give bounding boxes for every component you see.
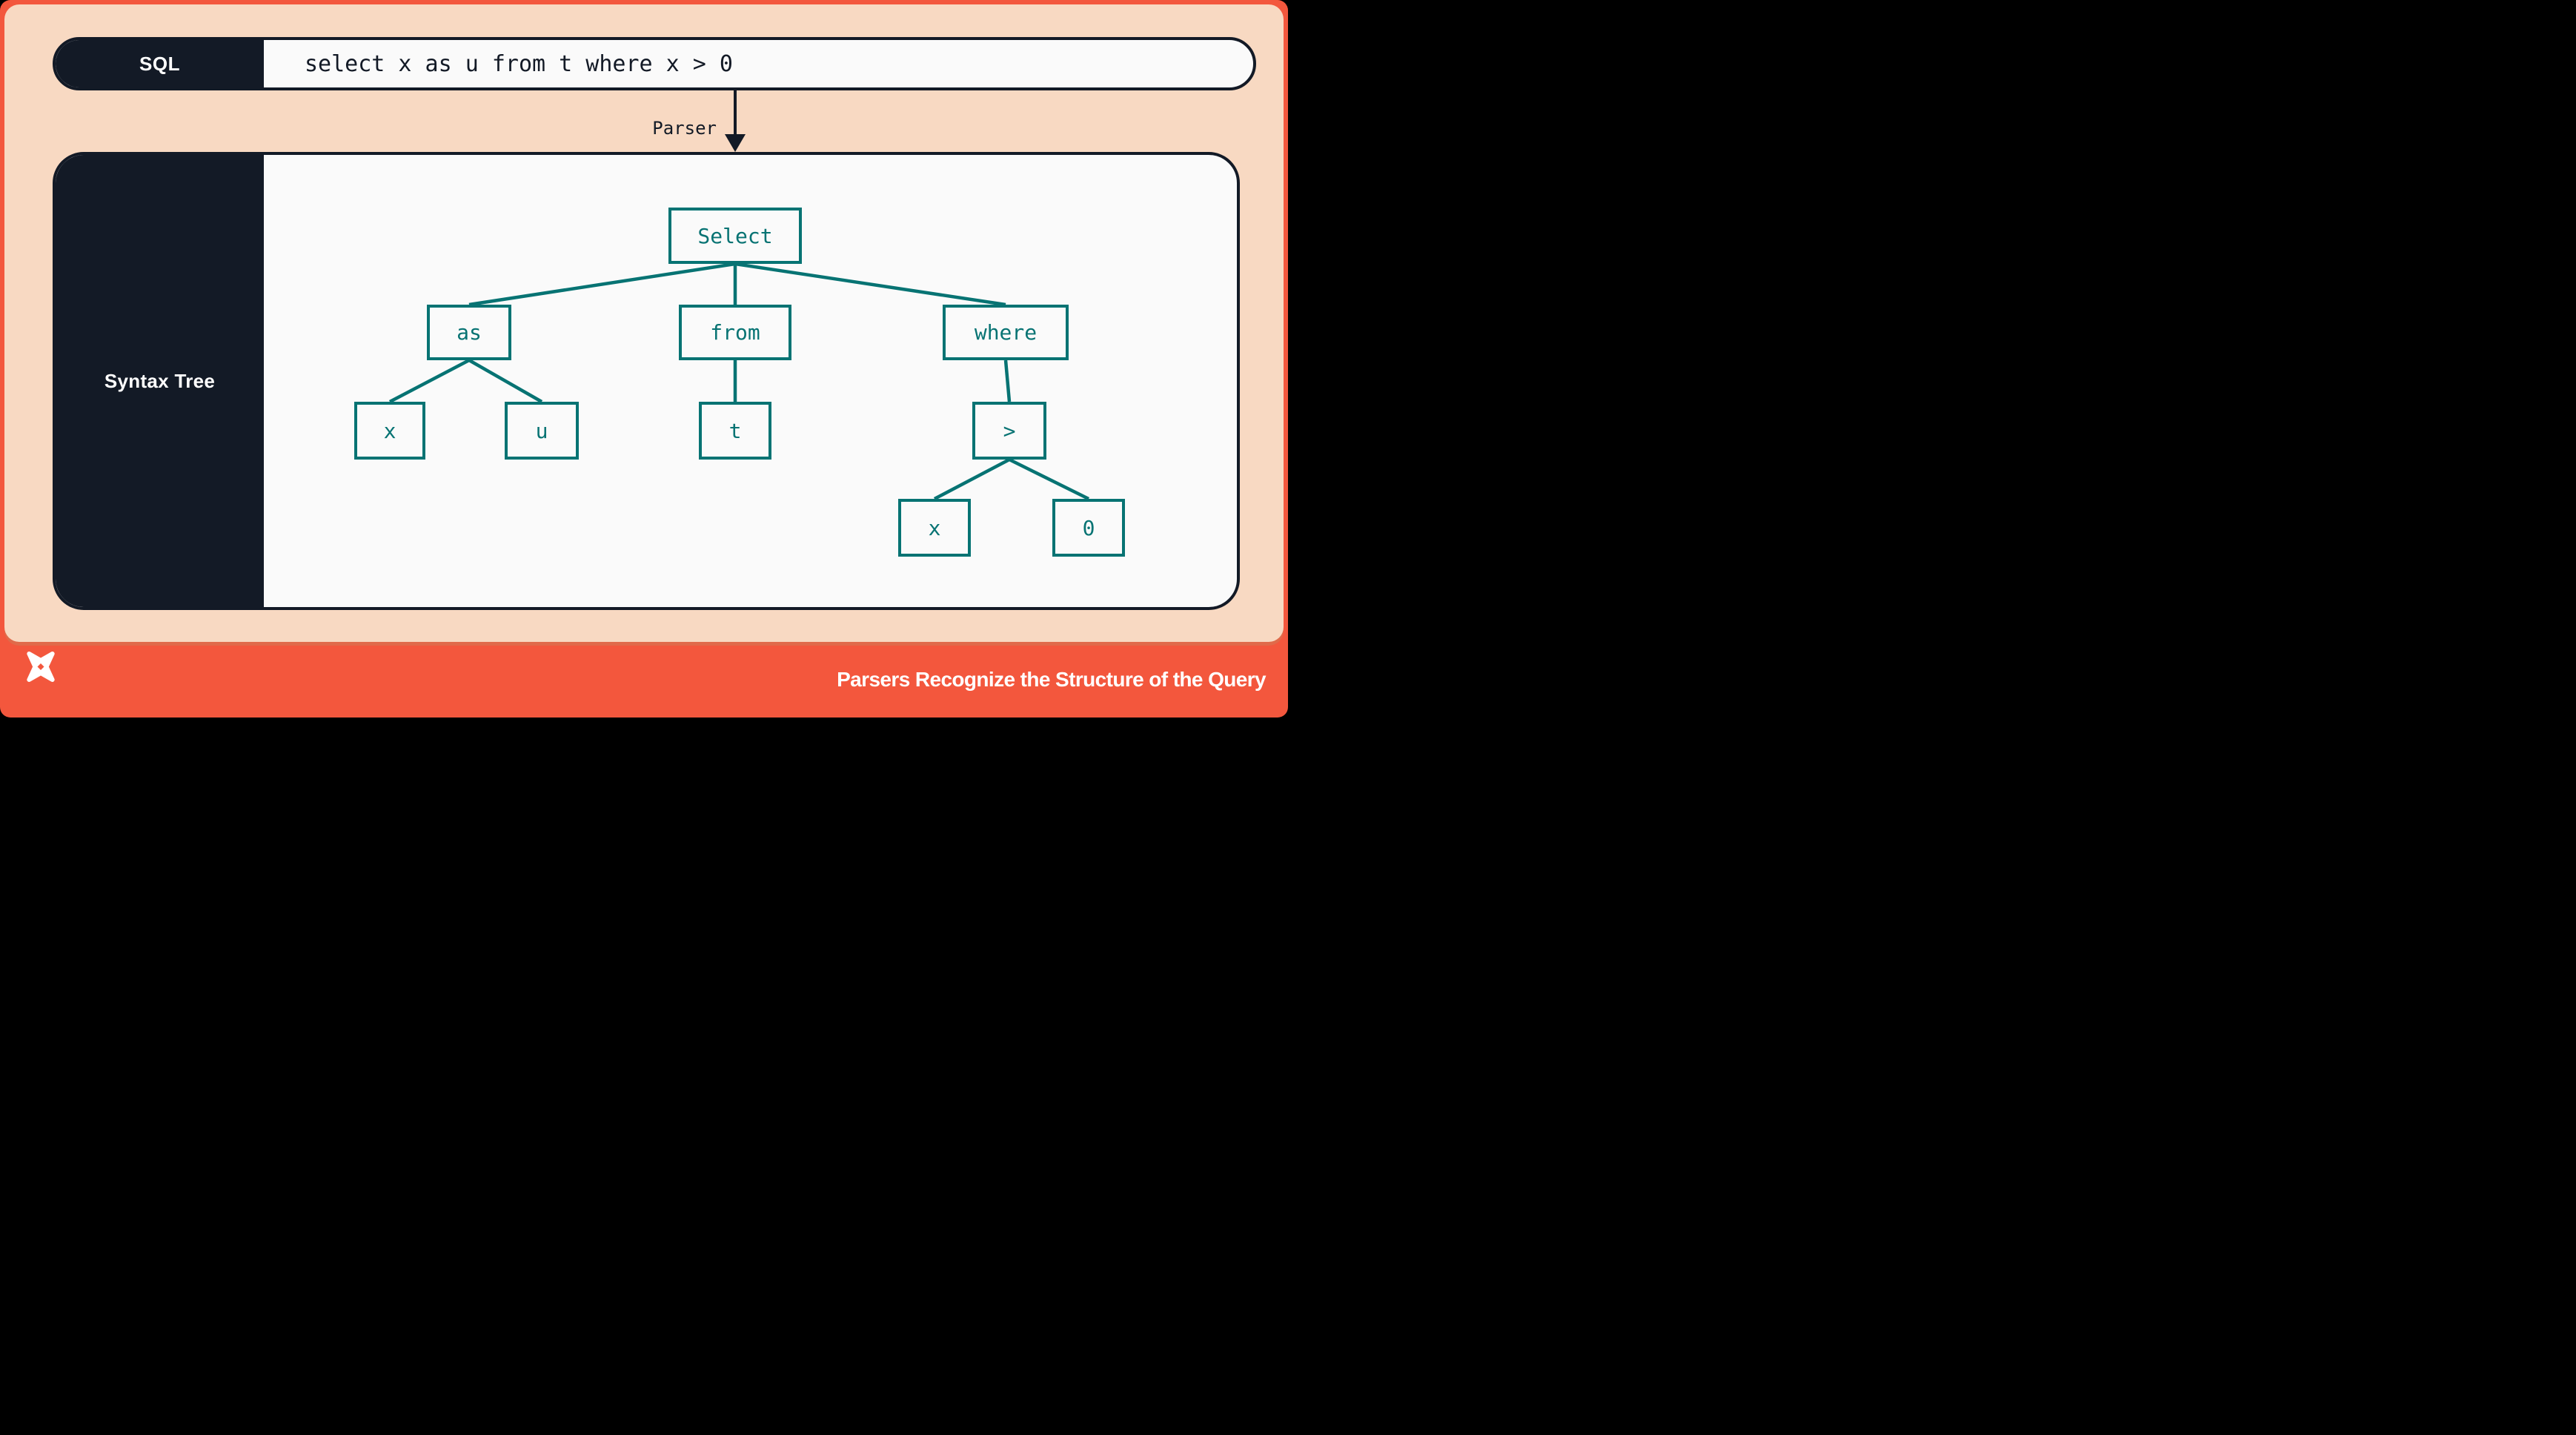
tree-edge-as-u [468,359,543,403]
parser-arrow-line [734,90,737,136]
parser-label: Parser [652,118,717,139]
tree-node-x-cond: x [898,499,971,557]
dolt-star-logo-icon [27,652,55,682]
parser-arrow-head [725,134,746,152]
syntax-tree-label: Syntax Tree [104,369,216,392]
tree-node-x-cond-label: x [928,515,941,540]
tree-node-t-label: t [728,418,742,443]
tree-node-x-alias-label: x [383,418,396,443]
syntax-tree-label-panel: Syntax Tree [56,155,264,607]
tree-node-x-alias: x [354,402,425,460]
tree-node-gt: > [972,402,1046,460]
tree-node-select: Select [668,208,802,264]
footer-title: Parsers Recognize the Structure of the Q… [837,668,1266,691]
sql-bar-label: SQL [139,52,180,75]
tree-edges [388,262,1089,501]
tree-node-u-label: u [535,418,548,443]
footer-bar: Parsers Recognize the Structure of the Q… [0,642,1288,718]
tree-edge-select-where [734,262,1006,307]
sql-query-text: select x as u from t where x > 0 [305,50,733,77]
tree-edge-gt-zero [1009,457,1089,501]
sql-bar-label-badge: SQL [56,40,264,87]
tree-node-as: as [427,305,511,360]
tree-node-zero-label: 0 [1082,515,1095,540]
tree-node-select-label: Select [697,223,773,248]
tree-node-u: u [505,402,579,460]
tree-node-where-label: where [974,320,1038,345]
tree-node-from-label: from [710,320,760,345]
slide-background: SQL select x as u from t where x > 0 Par… [0,0,1288,718]
tree-edge-where-gt [1003,359,1012,402]
tree-node-zero: 0 [1052,499,1125,557]
tree-node-t: t [699,402,771,460]
tree-edge-as-x [388,359,471,403]
tree-edge-select-as [468,262,736,307]
tree-edge-gt-x [933,458,1011,500]
syntax-tree-canvas: Select as from where x u t > [56,155,1237,607]
tree-node-gt-label: > [1003,418,1016,443]
sql-bar: SQL select x as u from t where x > 0 [53,37,1256,90]
tree-node-from: from [679,305,791,360]
tree-node-as-label: as [457,320,482,345]
syntax-tree-box: Select as from where x u t > [53,152,1240,610]
tree-node-where: where [943,305,1069,360]
